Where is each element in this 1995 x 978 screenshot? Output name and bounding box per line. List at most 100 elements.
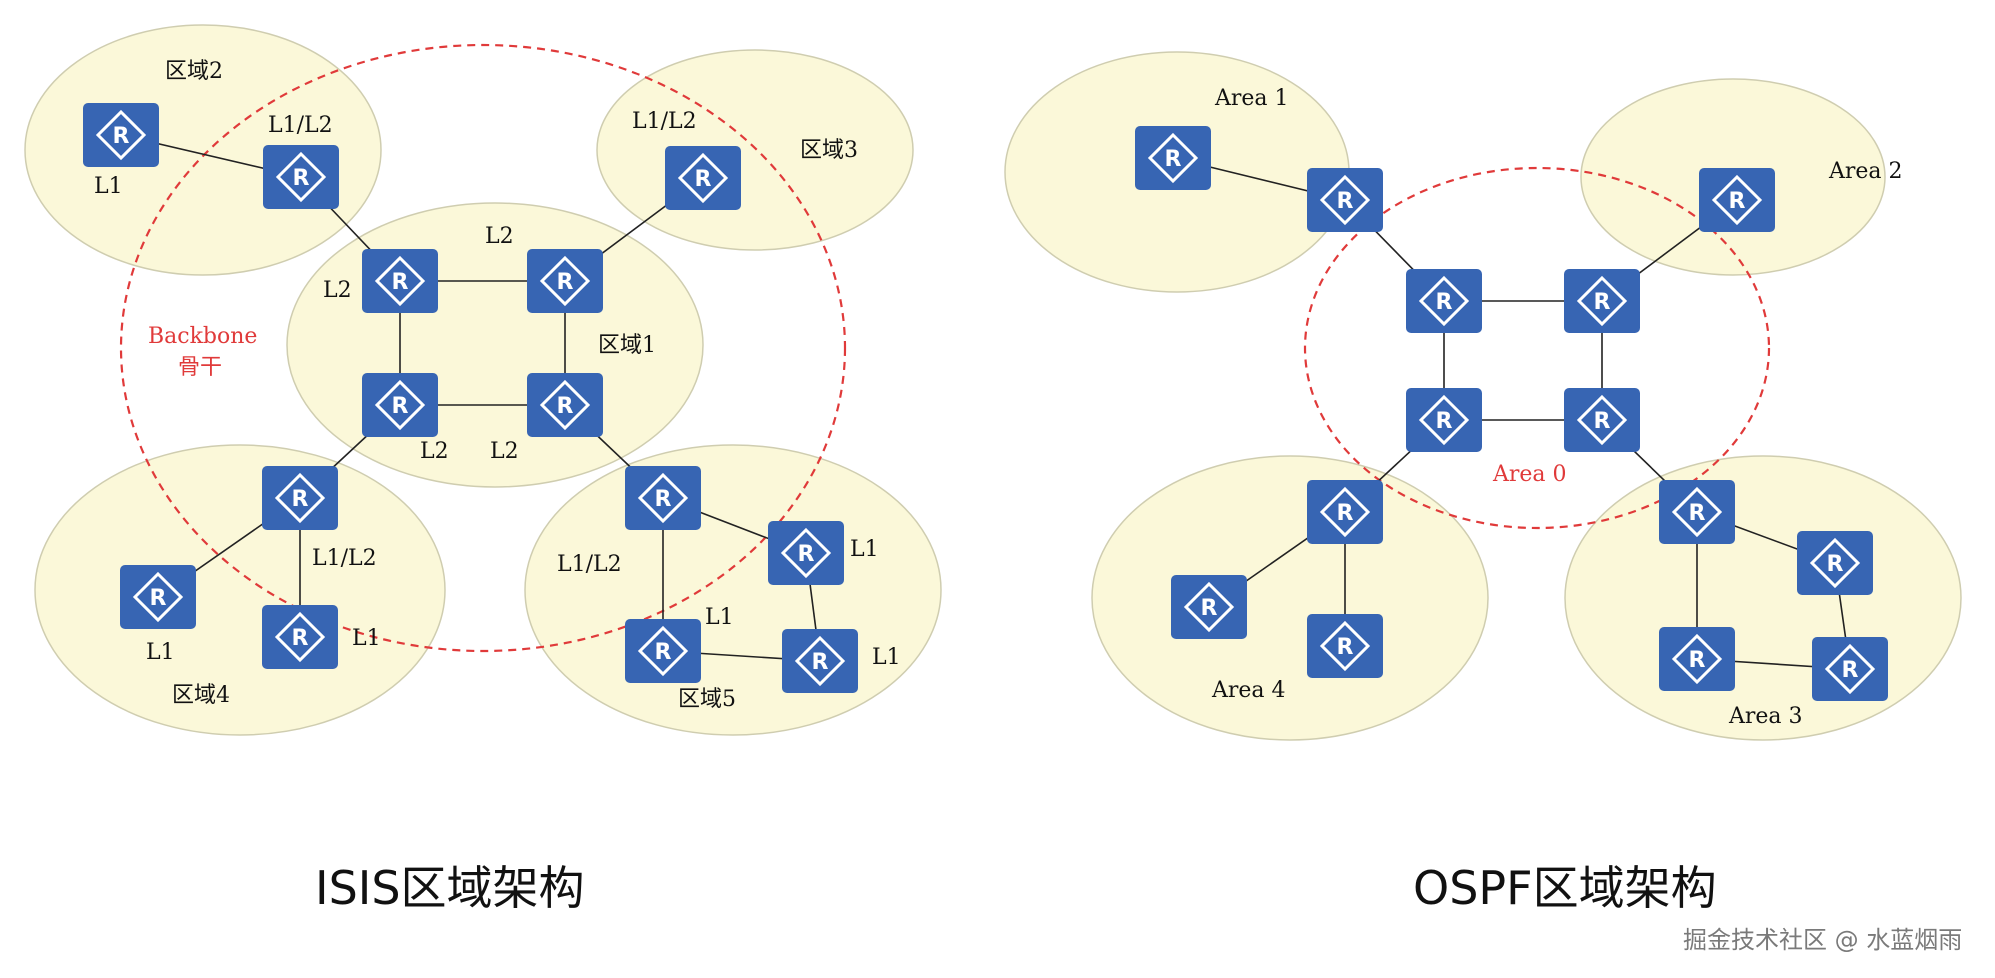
router-diamond (1319, 174, 1371, 226)
router-icon: R (1659, 627, 1735, 691)
router-icon: R (1564, 269, 1640, 333)
router-diamond (794, 635, 846, 687)
router-icon: R (1797, 531, 1873, 595)
router-icon: R (625, 466, 701, 530)
level-label: L1 (94, 174, 123, 199)
router-body (120, 565, 196, 629)
router-icon: R (1659, 480, 1735, 544)
router-icon: R (362, 373, 438, 437)
level-label: L1/L2 (312, 546, 377, 571)
router-diamond (1183, 581, 1235, 633)
router-icon: R (1406, 269, 1482, 333)
router-diamond (1418, 275, 1470, 327)
router-glyph: R (1337, 501, 1354, 526)
router-diamond (95, 109, 147, 161)
router-body (527, 373, 603, 437)
ospf-caption: OSPF区域架构 (1413, 861, 1717, 915)
level-label: L1 (705, 605, 734, 630)
router-body (83, 103, 159, 167)
router-glyph: R (150, 586, 167, 611)
router-icon: R (263, 145, 339, 209)
level-label: L2 (490, 439, 519, 464)
ospf-area-4 (1091, 455, 1489, 741)
router-body (1307, 168, 1383, 232)
router-glyph: R (392, 394, 409, 419)
router-body (1699, 168, 1775, 232)
router-body (527, 249, 603, 313)
ospf-area-0-label: Area 0 (1492, 462, 1567, 487)
level-label: L1 (850, 537, 879, 562)
router-icon: R (665, 146, 741, 210)
router-diamond (1319, 486, 1371, 538)
router-diamond (539, 379, 591, 431)
router-glyph: R (798, 542, 815, 567)
router-body (1307, 614, 1383, 678)
level-label: L1 (352, 626, 381, 651)
router-diamond (677, 152, 729, 204)
isis-area-5-label: 区域5 (678, 687, 736, 712)
router-diamond (1418, 394, 1470, 446)
router-icon: R (782, 629, 858, 693)
router-diamond (1319, 620, 1371, 672)
router-glyph: R (1729, 189, 1746, 214)
router-body (263, 145, 339, 209)
router-glyph: R (1827, 552, 1844, 577)
router-icon: R (1307, 480, 1383, 544)
router-icon: R (1307, 168, 1383, 232)
router-glyph: R (1337, 189, 1354, 214)
router-body (1135, 126, 1211, 190)
router-glyph: R (1594, 409, 1611, 434)
watermark: 掘金技术社区 @ 水蓝烟雨 (1683, 926, 1962, 954)
router-glyph: R (557, 270, 574, 295)
router-glyph: R (695, 167, 712, 192)
router-icon: R (262, 466, 338, 530)
router-body (1659, 627, 1735, 691)
router-body (782, 629, 858, 693)
isis-area-3-label: 区域3 (800, 138, 858, 163)
router-icon: R (527, 373, 603, 437)
isis-area-4 (34, 444, 446, 736)
router-glyph: R (1689, 648, 1706, 673)
router-glyph: R (812, 650, 829, 675)
router-diamond (374, 379, 426, 431)
isis-area-4-label: 区域4 (172, 683, 230, 708)
router-body (262, 466, 338, 530)
router-diamond (1809, 537, 1861, 589)
router-diamond (132, 571, 184, 623)
router-diamond (1576, 394, 1628, 446)
isis-backbone-boundary (119, 43, 847, 653)
router-glyph: R (1337, 635, 1354, 660)
isis-area-1-label: 区域1 (598, 333, 656, 358)
router-icon: R (262, 605, 338, 669)
router-body (1564, 388, 1640, 452)
router-glyph: R (113, 124, 130, 149)
level-label: L1 (146, 640, 175, 665)
router-diamond (274, 611, 326, 663)
level-label: L2 (485, 224, 514, 249)
router-glyph: R (1436, 290, 1453, 315)
router-glyph: R (655, 487, 672, 512)
router-icon: R (1812, 637, 1888, 701)
router-icon: R (83, 103, 159, 167)
level-label: L1 (872, 645, 901, 670)
router-glyph: R (392, 270, 409, 295)
router-icon: R (768, 521, 844, 585)
level-label: L1/L2 (268, 113, 333, 138)
router-diamond (274, 472, 326, 524)
router-body (665, 146, 741, 210)
ospf-diagram: R R R R R R R R R R R R R R Area 1 Area … (1004, 51, 1962, 915)
level-label: L2 (420, 439, 449, 464)
router-icon: R (1564, 388, 1640, 452)
router-diamond (1671, 633, 1723, 685)
router-body (1659, 480, 1735, 544)
router-icon: R (1699, 168, 1775, 232)
router-icon: R (1406, 388, 1482, 452)
router-body (1307, 480, 1383, 544)
router-glyph: R (1594, 290, 1611, 315)
router-diamond (1671, 486, 1723, 538)
isis-backbone-label: Backbone (148, 324, 257, 349)
isis-backbone-label-cn: 骨干 (178, 355, 222, 380)
router-body (1797, 531, 1873, 595)
isis-caption: ISIS区域架构 (315, 861, 585, 915)
router-diamond (637, 472, 689, 524)
